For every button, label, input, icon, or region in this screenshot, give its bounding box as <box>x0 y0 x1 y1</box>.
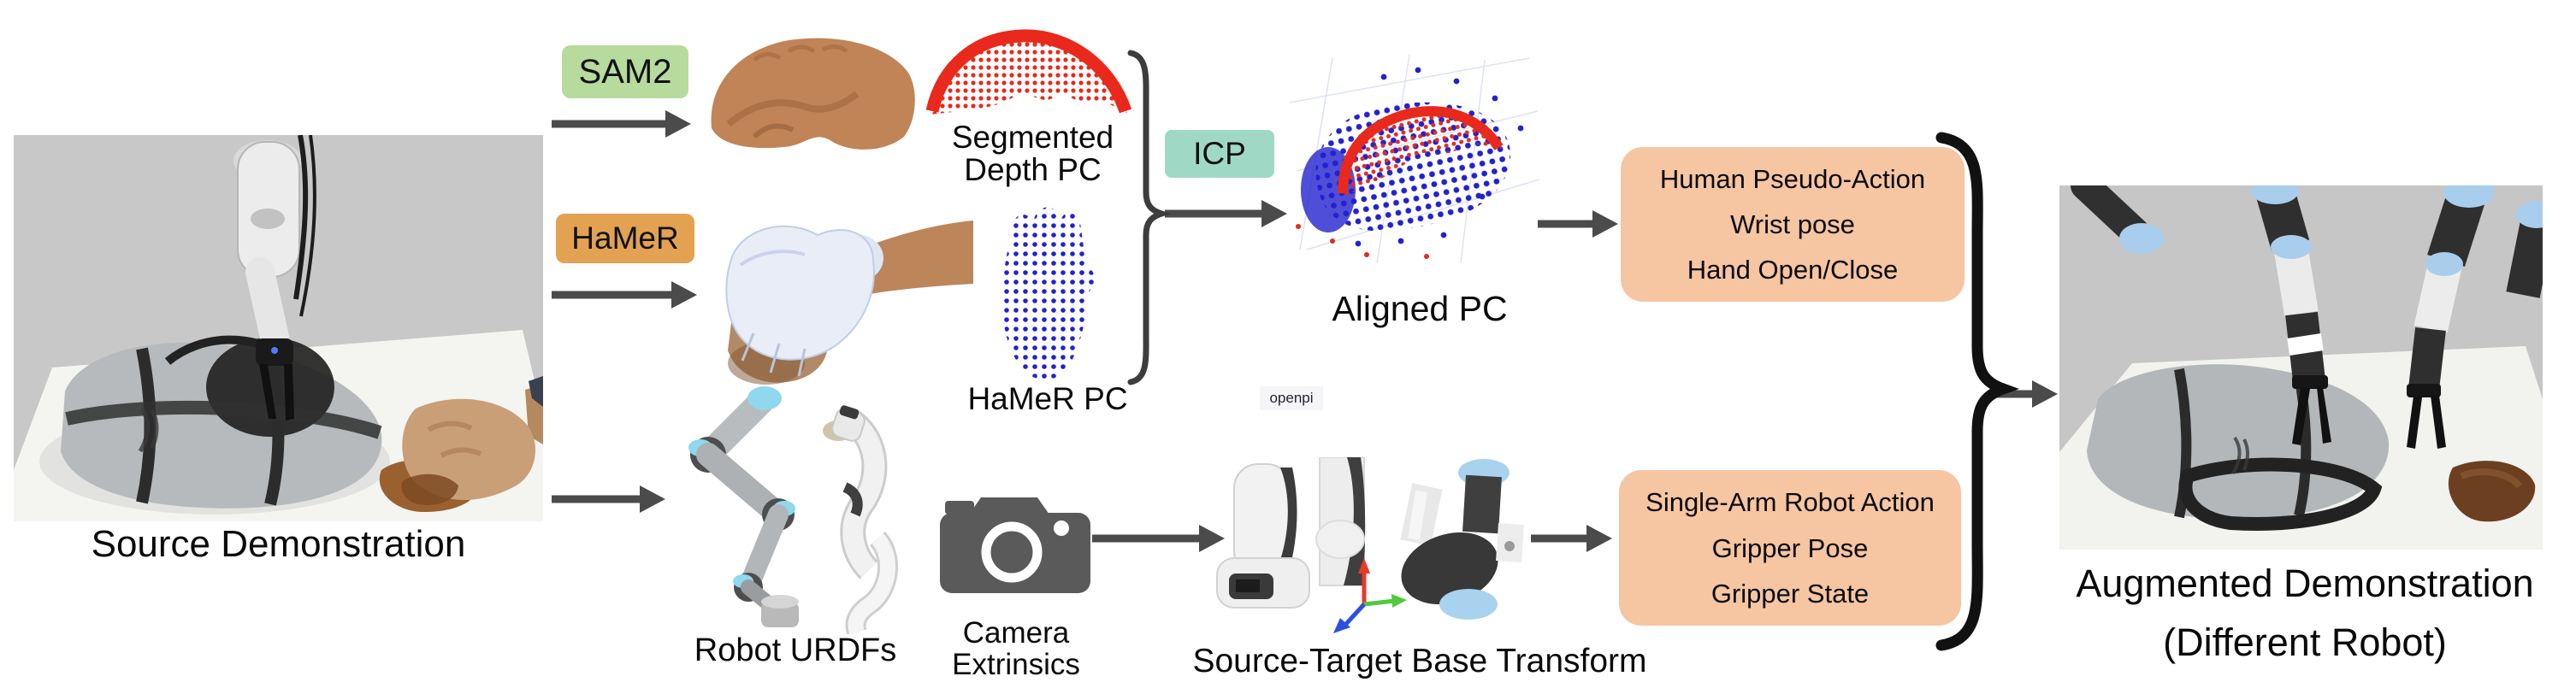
segmented-depth-pointcloud <box>925 29 1132 115</box>
icp-label: ICP <box>1193 136 1246 171</box>
pointcloud-group-brace-icon <box>1127 50 1172 385</box>
robot-urdfs-image <box>688 386 899 634</box>
openpi-watermark: openpi <box>1260 386 1323 410</box>
hamer-box: HaMeR <box>556 214 694 263</box>
segmented-depth-pc-caption: Segmented Depth PC <box>951 120 1114 187</box>
aligned-pc-red-dots <box>1296 224 1429 259</box>
sam2-box: SAM2 <box>562 45 688 98</box>
base-transform-caption: Source-Target Base Transform <box>1192 643 1647 679</box>
human-pseudo-action-box: Human Pseudo-Action Wrist pose Hand Open… <box>1621 147 1964 302</box>
icp-box: ICP <box>1165 130 1274 178</box>
source-demonstration-photo <box>14 135 543 521</box>
robot-box-line3: Gripper State <box>1710 579 1870 609</box>
camera-icon <box>940 497 1090 593</box>
aligned-pc-caption: Aligned PC <box>1332 289 1508 328</box>
arrow-aligned-to-human-box-icon <box>1538 210 1618 238</box>
rgb-axes-icon <box>1333 558 1407 633</box>
segmented-hand-image <box>711 38 915 150</box>
robot-box-line2: Gripper Pose <box>1711 532 1869 563</box>
human-box-line1: Human Pseudo-Action <box>1659 164 1926 194</box>
augmented-demonstration-photo <box>2059 185 2543 550</box>
aligned-pointcloud <box>1289 54 1540 264</box>
base-transform-image <box>1216 457 1524 633</box>
arrow-to-robot-urdfs-icon <box>552 485 665 513</box>
aligned-pc-outlier-dots <box>1355 67 1524 247</box>
arrow-camera-to-transform-icon <box>1092 525 1225 552</box>
hamer-label: HaMeR <box>571 221 679 256</box>
sam2-label: SAM2 <box>578 52 672 91</box>
augmented-demonstration-caption: Augmented Demonstration (Different Robot… <box>2076 562 2534 664</box>
hamer-glove-hand-image <box>725 221 973 385</box>
arrow-to-sam2-output-icon <box>552 110 691 138</box>
action-group-brace-icon <box>1935 132 2020 651</box>
source-demonstration-caption: Source Demonstration <box>91 523 466 565</box>
robot-box-line1: Single-Arm Robot Action <box>1645 487 1935 517</box>
robot-action-box: Single-Arm Robot Action Gripper Pose Gri… <box>1619 470 1961 626</box>
human-box-line2: Wrist pose <box>1730 209 1855 239</box>
camera-extrinsics-caption: Camera Extrinsics <box>952 616 1080 682</box>
hamer-pointcloud <box>1001 207 1095 380</box>
arrow-icp-to-aligned-icon <box>1165 200 1287 227</box>
arrow-to-hamer-output-icon <box>552 281 697 309</box>
robot-urdfs-caption: Robot URDFs <box>694 632 897 668</box>
hamer-pc-caption: HaMeR PC <box>967 381 1128 416</box>
arrow-transform-to-robot-box-icon <box>1531 525 1612 552</box>
human-box-line3: Hand Open/Close <box>1687 255 1899 285</box>
